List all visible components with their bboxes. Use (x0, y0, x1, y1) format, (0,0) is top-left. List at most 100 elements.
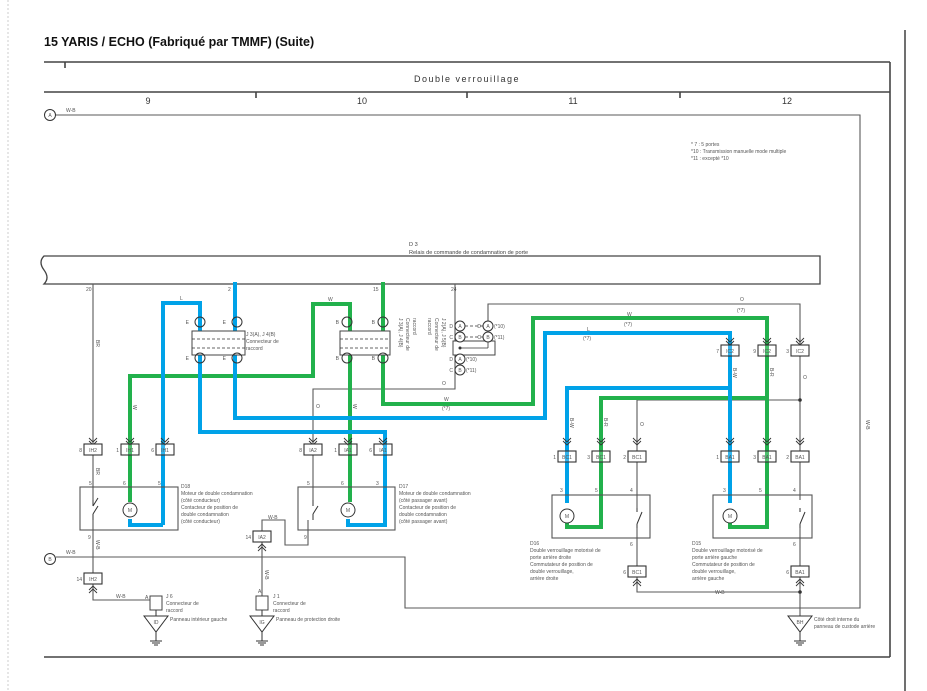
junction-j6: A J 6 Connecteur de raccord (145, 594, 199, 614)
svg-text:IA1: IA1 (344, 448, 352, 454)
svg-text:BC1: BC1 (596, 455, 606, 461)
svg-text:C: C (477, 335, 481, 341)
svg-text:ID: ID (154, 620, 159, 626)
junction-j3-j4-right (339, 316, 391, 364)
component-d15-label: D15 Double verrouillage motorisé de port… (692, 541, 763, 582)
svg-text:raccord: raccord (273, 608, 290, 614)
svg-text:IH2: IH2 (89, 577, 97, 583)
svg-text:A: A (486, 324, 490, 330)
wire-label: W (131, 405, 137, 410)
svg-text:(*11): (*11) (466, 368, 477, 374)
wire-label: B-R (768, 368, 774, 377)
svg-text:Contacteur de position de: Contacteur de position de (399, 505, 456, 511)
svg-text:(*10): (*10) (466, 357, 477, 363)
svg-text:raccord: raccord (411, 318, 417, 335)
column-number: 9 (145, 96, 150, 106)
component-d17-label: D17 Moteur de double condamnation (côté … (399, 484, 471, 525)
wire-label: B-R (602, 418, 608, 427)
wire-label: O (442, 381, 446, 387)
svg-text:(*11): (*11) (494, 335, 505, 341)
svg-text:Commutateur de position de: Commutateur de position de (692, 562, 755, 568)
svg-text:3: 3 (723, 488, 726, 494)
component-d17: M 5 6 3 9 (297, 481, 396, 541)
svg-text:6: 6 (341, 481, 344, 487)
ground-id: ID Panneau intérieur gauche (143, 610, 227, 646)
svg-text:6: 6 (630, 542, 633, 548)
svg-text:Double verrouillage motorisé d: Double verrouillage motorisé de (692, 548, 763, 554)
junction-pin: E (186, 356, 190, 362)
wire-label: BR (94, 340, 100, 347)
svg-text:6: 6 (786, 570, 789, 576)
svg-text:4: 4 (630, 488, 633, 494)
svg-text:9: 9 (753, 349, 756, 355)
junction-j1: A J 1 Connecteur de raccord (255, 589, 306, 614)
svg-text:D15: D15 (692, 541, 701, 547)
svg-text:9: 9 (88, 535, 91, 541)
svg-text:Contacteur de position de: Contacteur de position de (181, 505, 238, 511)
inline-connector-labels: IH2 IH1 IH1 IA2 IA1 IA1 BC1 BC1 BC1 BA1 … (79, 349, 805, 461)
page-title: 15 YARIS / ECHO (Fabriqué par TMMF) (Sui… (44, 35, 314, 49)
svg-text:Connecteur de: Connecteur de (246, 339, 279, 345)
svg-text:4: 4 (793, 488, 796, 494)
svg-text:arrière droite: arrière droite (530, 576, 559, 582)
svg-text:IA2: IA2 (258, 535, 266, 541)
svg-text:3: 3 (587, 455, 590, 461)
svg-text:BA1: BA1 (795, 570, 805, 576)
svg-text:IC2: IC2 (726, 349, 734, 355)
junction-pin: E (186, 320, 190, 326)
footnotes: * 7 : 5 portes *10 : Transmission manuel… (691, 142, 787, 162)
svg-text:raccord: raccord (426, 318, 432, 335)
svg-text:J 1: J 1 (273, 594, 280, 600)
wire-label: B-W (731, 368, 737, 378)
wire-label: W-B (715, 590, 725, 596)
relay-pin: 24 (451, 287, 457, 293)
svg-text:Connecteur de: Connecteur de (433, 318, 439, 351)
diagram-frame (44, 61, 891, 658)
inline-connectors (83, 337, 810, 463)
svg-text:7: 7 (716, 349, 719, 355)
relay-d3 (40, 255, 821, 285)
svg-text:M: M (728, 514, 732, 520)
svg-text:2: 2 (623, 455, 626, 461)
svg-text:A: A (458, 357, 462, 363)
svg-text:D17: D17 (399, 484, 408, 490)
wire-label: W (328, 297, 333, 303)
svg-text:D16: D16 (530, 541, 539, 547)
svg-text:*10 : Transmission manuelle mo: *10 : Transmission manuelle mode multipl… (691, 149, 787, 155)
svg-text:1: 1 (116, 448, 119, 454)
wire-label: W-B (116, 594, 126, 600)
svg-text:1: 1 (716, 455, 719, 461)
svg-text:IA2: IA2 (309, 448, 317, 454)
junction-j2-j5-label: J 2(A), J 5(B) Connecteur de raccord (426, 318, 446, 351)
svg-text:IH1: IH1 (161, 448, 169, 454)
svg-text:BH: BH (797, 620, 804, 626)
svg-text:Moteur de double condamnation: Moteur de double condamnation (399, 491, 471, 497)
svg-text:arrière gauche: arrière gauche (692, 576, 724, 582)
ground-bh: BH Côté droit interne du panneau de cust… (787, 615, 875, 646)
svg-text:BA1: BA1 (725, 455, 735, 461)
svg-text:raccord: raccord (246, 346, 263, 352)
component-d16-label: D16 Double verrouillage motorisé de port… (530, 541, 601, 582)
relay-pin: 20 (86, 287, 92, 293)
svg-text:A: A (458, 324, 462, 330)
svg-text:(côté passager avant): (côté passager avant) (399, 498, 448, 504)
svg-text:M: M (565, 514, 569, 520)
component-d15: M 3 5 4 6 (712, 488, 813, 548)
svg-text:raccord: raccord (166, 608, 183, 614)
wire-label: O (638, 422, 644, 426)
svg-text:BA1: BA1 (795, 455, 805, 461)
svg-text:2: 2 (786, 455, 789, 461)
svg-text:double condamnation: double condamnation (181, 512, 229, 518)
junction-pin: B (336, 356, 340, 362)
svg-text:J 3(A), J 4(B): J 3(A), J 4(B) (246, 332, 276, 338)
column-number: 10 (357, 96, 367, 106)
junction-j3-j4-left-label: J 3(A), J 4(B) Connecteur de raccord (246, 332, 279, 352)
svg-text:B: B (458, 368, 462, 374)
svg-text:Panneau intérieur gauche: Panneau intérieur gauche (170, 617, 227, 623)
wire-label: O (740, 297, 744, 303)
wire-label: (*7) (737, 308, 745, 314)
svg-text:A: A (145, 595, 149, 601)
relay-name: Relais de commande de condamnation de po… (409, 250, 528, 256)
wire-label: W-B (268, 515, 278, 521)
component-d18-label: D18 Moteur de double condamnation (côté … (181, 484, 253, 525)
